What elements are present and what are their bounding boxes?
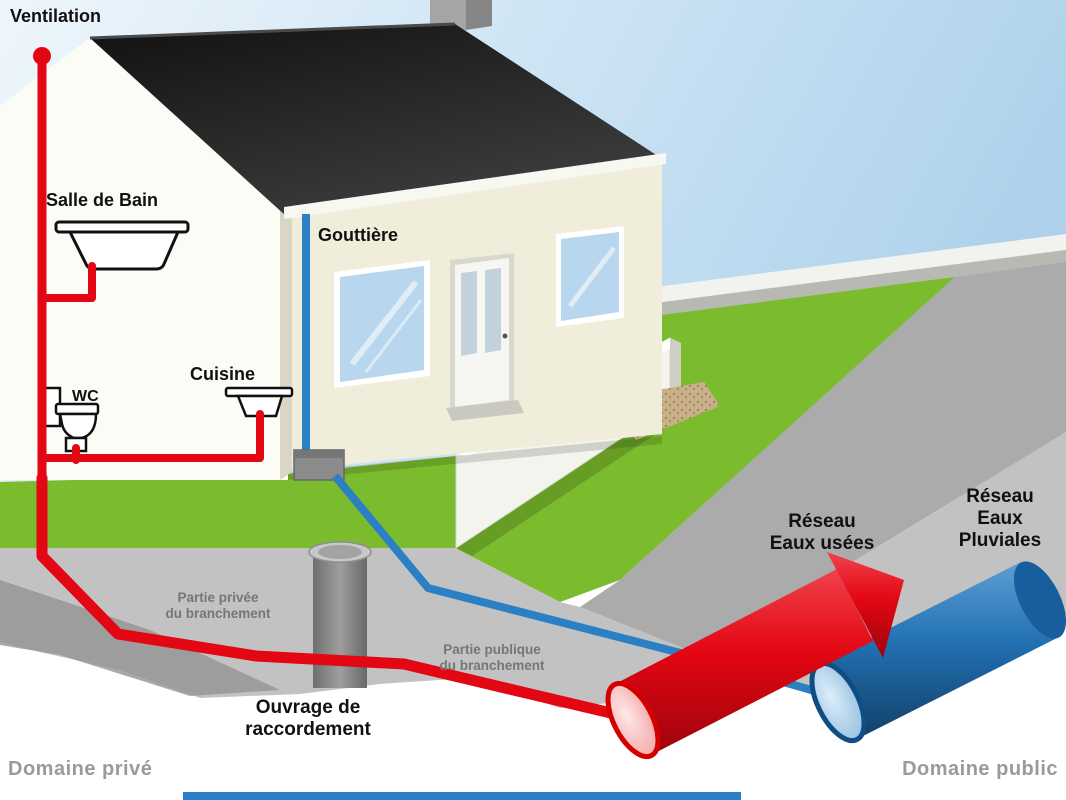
window-right — [556, 226, 624, 327]
label-ventilation: Ventilation — [10, 6, 101, 26]
svg-text:du branchement: du branchement — [165, 606, 271, 621]
storm-network-pipe — [809, 561, 1066, 744]
bathtub-drain-pipe — [38, 262, 96, 302]
retaining-wall-shadow — [456, 406, 686, 556]
label-partie-publique: Partie publique du branchement — [439, 642, 545, 673]
svg-text:Partie publique: Partie publique — [443, 642, 541, 657]
label-ouvrage-de-raccordement: Ouvrage de raccordement — [245, 697, 371, 740]
front-door — [450, 253, 514, 414]
label-domaine-public: Domaine public — [902, 758, 1058, 780]
roof-ridge — [89, 22, 456, 40]
house-shadow — [288, 436, 662, 480]
boundary-wall — [648, 234, 1066, 318]
kitchen-drain-pipe — [38, 410, 264, 462]
svg-text:Partie privée: Partie privée — [177, 590, 259, 605]
waste-pipe-body — [615, 569, 873, 755]
svg-text:Ouvrage de: Ouvrage de — [256, 697, 361, 718]
waste-pipe-arrowhead — [827, 552, 904, 658]
waste-pipe-end-cap — [605, 680, 661, 760]
house — [0, 0, 666, 483]
storm-pipe-body — [819, 562, 1059, 739]
storm-pipe-end — [1013, 561, 1066, 639]
label-gouttiere: Gouttière — [318, 225, 398, 245]
svg-text:raccordement: raccordement — [245, 719, 371, 740]
underground-waste-pipe — [36, 472, 638, 724]
downpipe-collector-box — [293, 449, 345, 481]
boundary-wall-top — [648, 234, 1066, 304]
label-cuisine: Cuisine — [190, 364, 255, 384]
svg-text:Eaux usées: Eaux usées — [770, 533, 875, 554]
waste-plumbing — [33, 47, 264, 483]
eave-fascia — [284, 153, 666, 219]
label-partie-privee: Partie privée du branchement — [165, 590, 271, 621]
svg-text:Pluviales: Pluviales — [959, 530, 1041, 551]
bathtub-icon — [54, 220, 190, 271]
svg-text:Réseau: Réseau — [966, 486, 1034, 507]
label-domaine-prive: Domaine privé — [8, 758, 152, 780]
road-surface — [580, 262, 1066, 655]
label-reseau-eaux-usees: Réseau Eaux usées — [770, 511, 875, 554]
door-step — [446, 400, 524, 421]
label-reseau-eaux-pluviales: Réseau Eaux Pluviales — [959, 486, 1041, 551]
svg-text:Eaux: Eaux — [977, 508, 1023, 529]
label-wc: WC — [72, 388, 99, 405]
waste-network-pipe — [605, 552, 904, 760]
house-roof — [90, 24, 664, 216]
door-knob — [502, 333, 508, 339]
boundary-wall-face — [648, 250, 1066, 318]
label-salle-de-bain: Salle de Bain — [46, 190, 158, 210]
kitchen-sink-icon — [224, 386, 294, 418]
window-left — [334, 260, 430, 388]
grass — [0, 277, 955, 602]
wall-edge — [280, 206, 292, 480]
bottom-border — [183, 792, 741, 800]
svg-text:Réseau: Réseau — [788, 511, 856, 532]
svg-text:du branchement: du branchement — [439, 658, 545, 673]
